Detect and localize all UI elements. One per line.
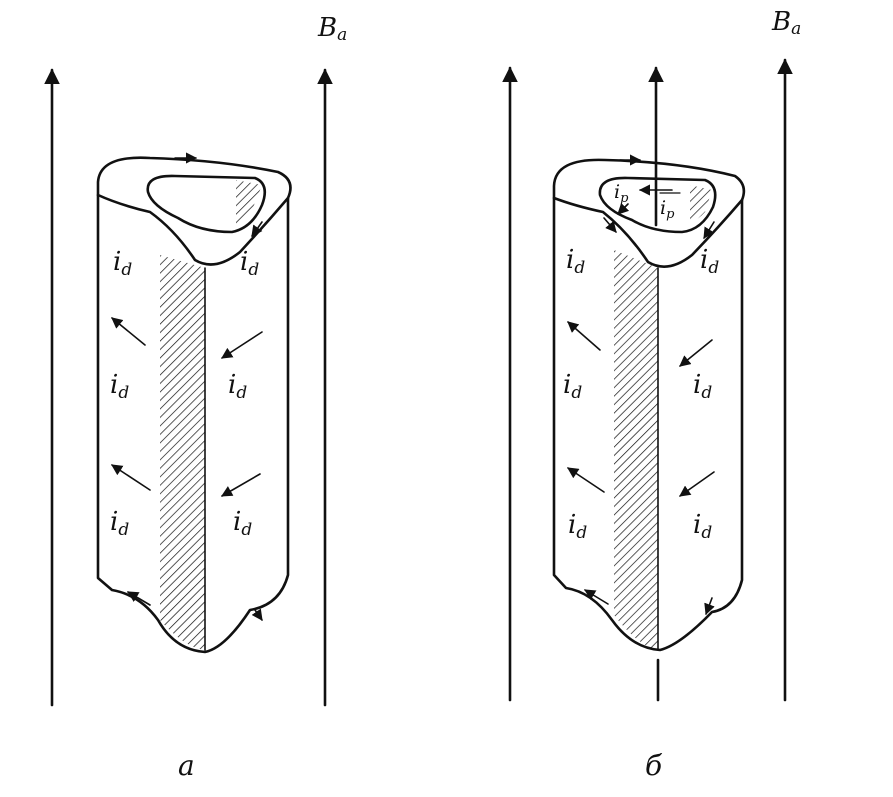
current-arrow-bottom-left-b bbox=[584, 589, 609, 605]
shaded-hole-a bbox=[236, 180, 262, 225]
persistent-current-label-2: ip bbox=[660, 197, 675, 222]
panel-a: Ba id id id id id id a bbox=[44, 13, 347, 782]
side-arrow-left-1-a bbox=[111, 317, 146, 346]
panel-a-caption: a bbox=[178, 749, 195, 782]
current-arrow-right-b bbox=[703, 221, 715, 239]
current-label-a-6: id bbox=[233, 507, 252, 540]
current-arrow-bottom-left-a bbox=[127, 591, 151, 606]
panel-b: Ba id id id id id id ip i bbox=[502, 7, 801, 782]
current-arrow-bottom-right-a bbox=[251, 608, 263, 621]
current-label-b-6: id bbox=[693, 510, 712, 543]
current-label-a-4: id bbox=[228, 370, 247, 403]
top-face-edge-a bbox=[96, 193, 290, 266]
current-arrow-bottom-right-b bbox=[704, 597, 715, 616]
panel-b-caption: б bbox=[645, 749, 663, 782]
side-arrow-right-2-a bbox=[221, 473, 261, 497]
cylinder-outline-b bbox=[552, 158, 746, 652]
field-label-a: Ba bbox=[317, 13, 347, 45]
side-arrow-right-2-b bbox=[679, 471, 715, 497]
persistent-current-label-1: ip bbox=[614, 181, 629, 206]
current-label-b-3: id bbox=[563, 370, 582, 403]
current-arrow-left-b bbox=[603, 217, 617, 233]
side-arrow-right-1-b bbox=[679, 339, 713, 367]
shaded-hole-b bbox=[690, 185, 712, 222]
hole-outline-b bbox=[598, 176, 717, 234]
current-label-a-3: id bbox=[110, 370, 129, 403]
hole-outline-a bbox=[146, 174, 267, 234]
shaded-face-b bbox=[614, 250, 658, 650]
current-label-b-4: id bbox=[693, 370, 712, 403]
side-arrow-left-1-b bbox=[567, 321, 601, 351]
side-arrow-left-2-b bbox=[567, 467, 605, 493]
current-label-b-1: id bbox=[566, 245, 585, 278]
current-label-a-2: id bbox=[240, 247, 259, 280]
side-arrow-right-1-a bbox=[221, 331, 263, 359]
field-label-b: Ba bbox=[771, 7, 801, 39]
current-label-b-2: id bbox=[700, 245, 719, 278]
current-label-a-5: id bbox=[110, 507, 129, 540]
side-arrow-left-2-a bbox=[111, 464, 151, 491]
persistent-current-arrow-2-b bbox=[617, 202, 630, 215]
current-label-a-1: id bbox=[113, 247, 132, 280]
current-label-b-5: id bbox=[568, 510, 587, 543]
cylinder-outline-a bbox=[96, 156, 292, 654]
current-arrow-right-a bbox=[251, 221, 263, 237]
shaded-face-a bbox=[160, 255, 205, 650]
